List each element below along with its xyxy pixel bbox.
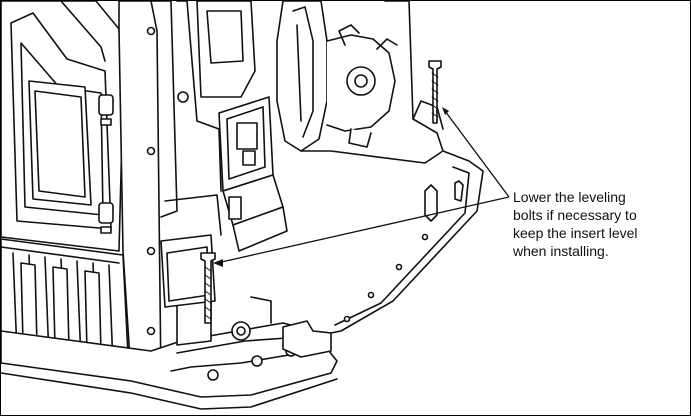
insert-door <box>1 1 124 252</box>
leader-line-rear-bolt <box>444 110 510 198</box>
callout-line-4: when installing. <box>513 243 609 259</box>
leveling-bolt-front <box>200 252 216 324</box>
callout-line-1: Lower the leveling <box>513 189 626 205</box>
callout-leaders <box>216 110 510 264</box>
right-side-panel <box>282 1 484 358</box>
control-board <box>218 96 288 252</box>
leveling-bolt-rear <box>428 60 442 124</box>
leader-arrowheads <box>213 107 449 267</box>
callout-text: Lower the leveling bolts if necessary to… <box>513 188 685 260</box>
arrowhead-front-bolt <box>213 259 223 267</box>
corner-post <box>118 1 178 382</box>
leader-line-front-bolt <box>216 196 510 264</box>
callout-line-2: bolts if necessary to <box>513 207 637 223</box>
combustion-blower <box>276 1 398 152</box>
door-hinges <box>98 94 114 234</box>
arrowhead-rear-bolt <box>442 107 449 115</box>
callout-line-3: keep the insert level <box>513 225 638 241</box>
